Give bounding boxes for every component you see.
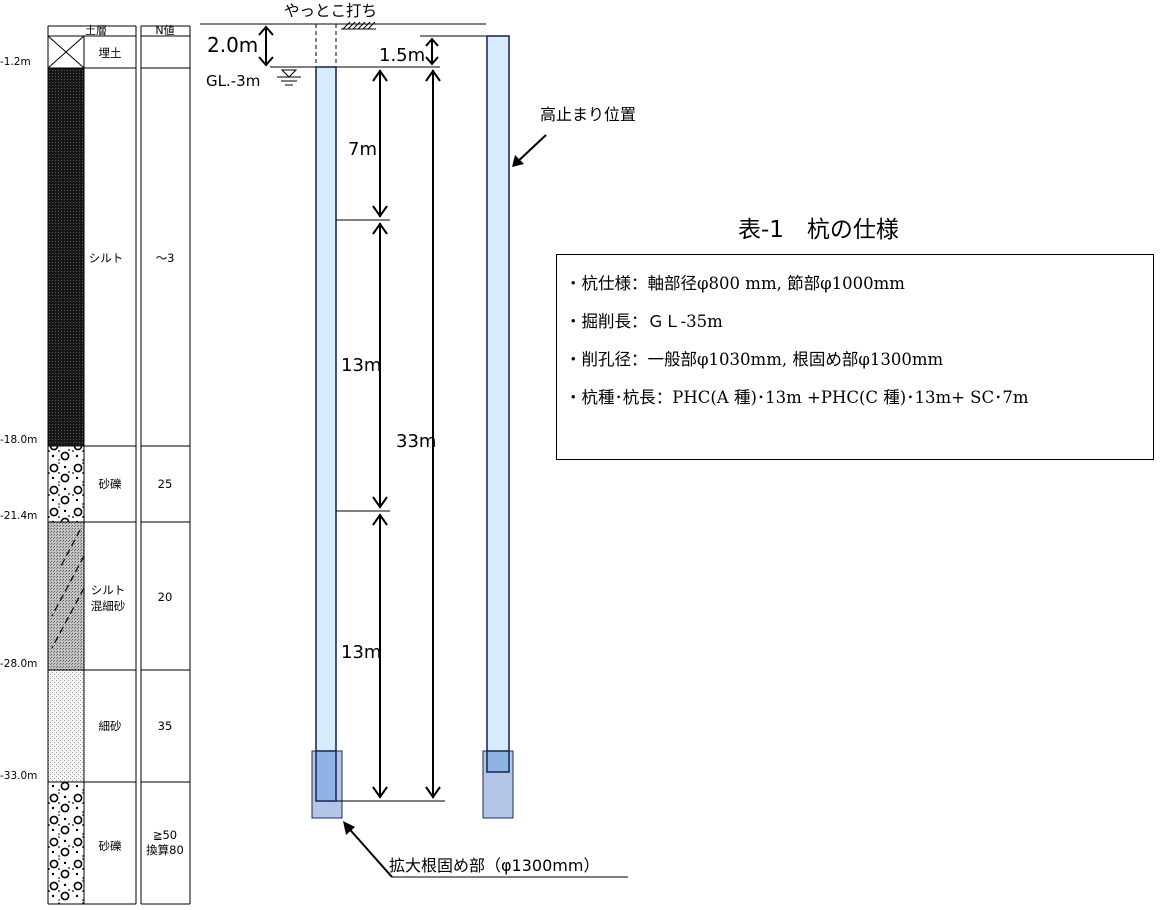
soil-name: 砂礫	[99, 839, 122, 853]
depth-label: -21.4m	[0, 510, 37, 522]
label-2m: 2.0m	[207, 33, 258, 57]
soil-log: 土層 N値 -1.2m -18.0m -21.4m -28.0m -33.0m …	[0, 24, 191, 905]
pile-left-tip	[315, 750, 337, 802]
spec-line: ・掘削長：ＧＬ-35m	[565, 312, 723, 331]
label-gl: GL.-3m	[206, 72, 260, 90]
header-n-value: N値	[155, 24, 174, 37]
label-1-5m: 1.5m	[379, 45, 425, 66]
depth-label: -1.2m	[0, 56, 31, 68]
dimension-arrows	[258, 25, 441, 799]
depth-label: -18.0m	[0, 434, 37, 446]
spec-line: ・杭種･杭長：PHC(A 種)･13m +PHC(C 種)･13m+ SC･7m	[565, 388, 1029, 407]
soil-name: 埋土	[99, 46, 122, 60]
n-value: ～3	[156, 251, 175, 265]
label-33m: 33m	[396, 431, 436, 452]
enlarged-base-label: 拡大根固め部（φ1300mm）	[389, 856, 599, 875]
n-value: 25	[158, 477, 173, 491]
pile-right-tip	[486, 750, 510, 773]
pile-right	[482, 35, 514, 819]
label-13m-upper: 13m	[341, 355, 381, 376]
spec-table-title: 表-1 杭の仕様	[738, 217, 899, 243]
pile-right-shaft	[486, 35, 510, 773]
spec-line: ・削孔径：一般部φ1030mm, 根固め部φ1300mm	[565, 350, 944, 369]
label-13m-lower: 13m	[341, 642, 381, 663]
label-7m: 7m	[348, 139, 377, 160]
spec-table: ・杭仕様：軸部径φ800 mm, 節部φ1000mm ・掘削長：ＧＬ-35m ・…	[556, 254, 1154, 460]
stop-position-label: 高止まり位置	[540, 105, 636, 124]
layer-fill-gravel-upper	[48, 446, 84, 522]
pile-left	[311, 66, 343, 819]
n-value: 35	[158, 719, 173, 733]
water-table-symbol	[277, 69, 301, 86]
soil-name: シルト混細砂	[91, 583, 126, 613]
fill-cross	[47, 35, 85, 69]
dimension-lines	[336, 35, 486, 802]
header-soil: 土層	[85, 24, 107, 37]
layer-fill-gravel-lower	[48, 782, 84, 904]
depth-label: -28.0m	[0, 658, 37, 670]
callout-enlarged-base	[343, 821, 628, 878]
ground-hatch	[341, 21, 376, 30]
top-annotation: やっとこ打ち	[284, 2, 377, 20]
soil-name: シルト	[89, 251, 124, 265]
depth-label: -33.0m	[0, 770, 37, 782]
layer-fill-silt	[48, 68, 84, 446]
silty-sand-hatch	[51, 529, 85, 649]
soil-name: 砂礫	[99, 477, 122, 491]
spec-line: ・杭仕様：軸部径φ800 mm, 節部φ1000mm	[565, 274, 905, 293]
soil-name: 細砂	[99, 719, 122, 733]
ground-lines	[200, 21, 486, 86]
callout-stop-position	[512, 134, 547, 167]
layer-fill-silty-fine-sand	[48, 522, 84, 670]
pile-left-shaft	[315, 66, 337, 802]
layer-fill-fine-sand	[48, 670, 84, 782]
n-value: 20	[158, 590, 173, 604]
